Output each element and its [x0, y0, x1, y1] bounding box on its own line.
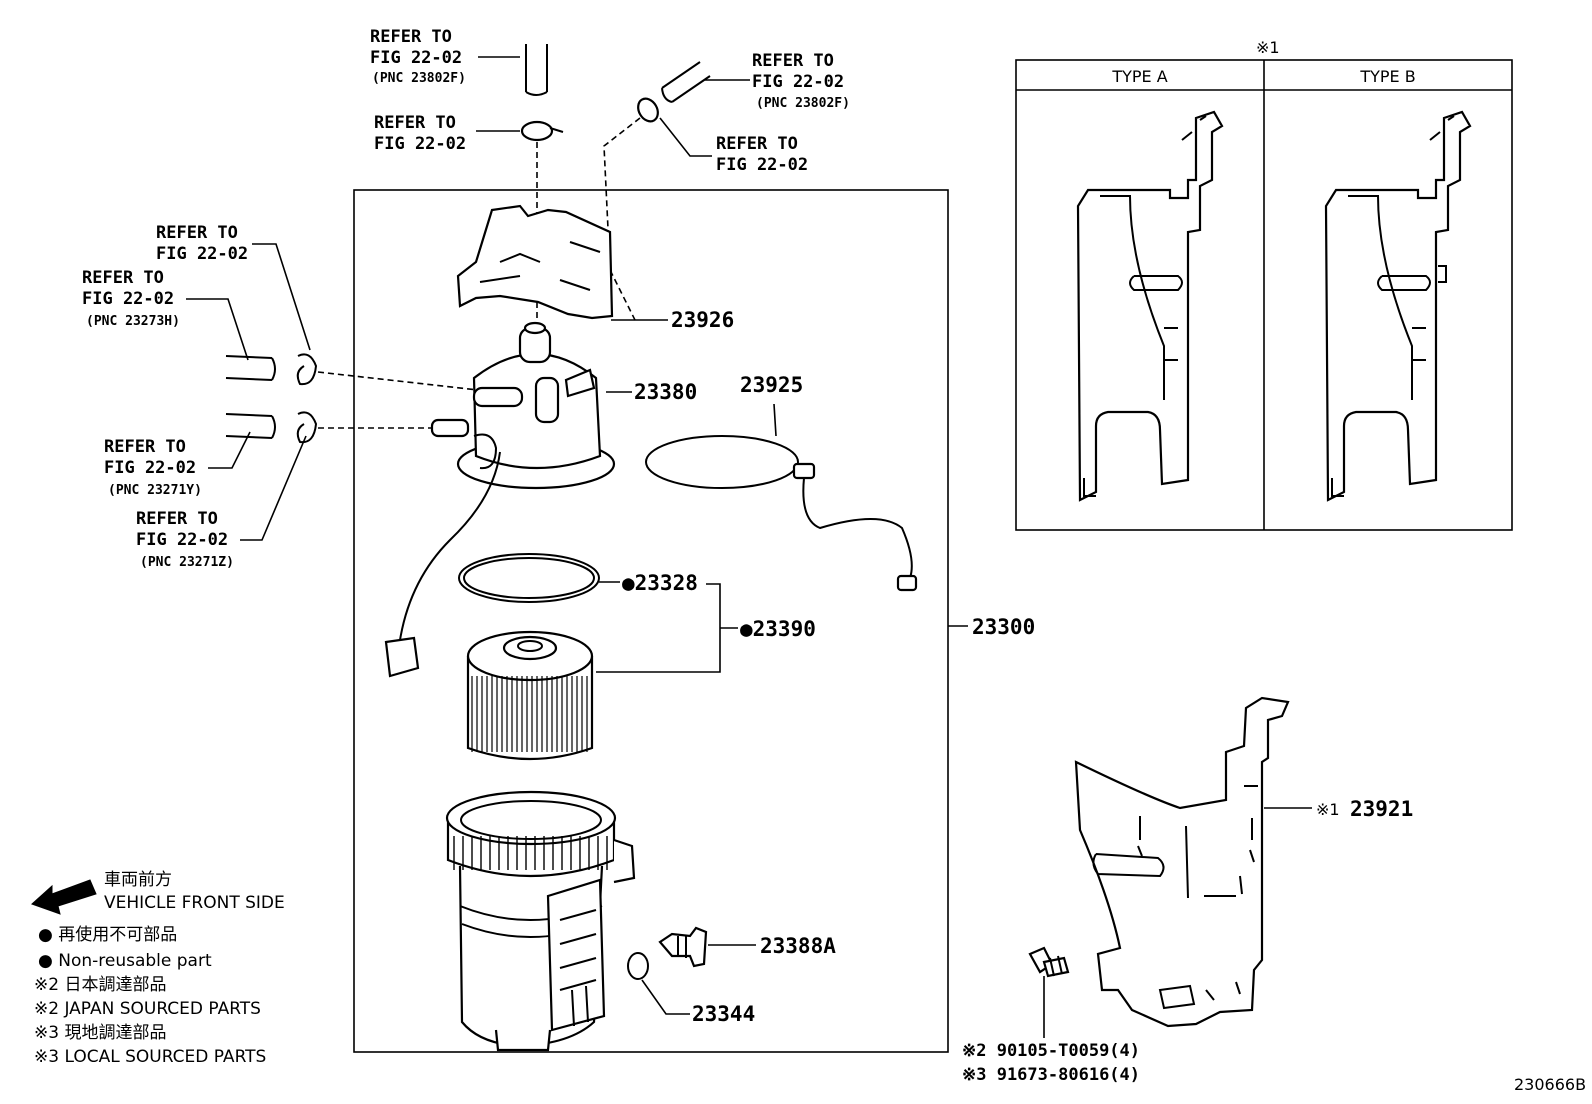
ref7-pnc: (PNC 23271Y): [108, 483, 202, 498]
part-23380-cap: 23380: [430, 321, 697, 490]
front-arrow-icon: [31, 879, 97, 915]
ref3-line2: FIG 22-02: [752, 72, 844, 92]
ref-group-1: REFER TO FIG 22-02 (PNC 23802F): [370, 27, 548, 96]
type-b-bracket: [1324, 110, 1472, 502]
ref-group-4: REFER TO FIG 22-02: [603, 97, 808, 323]
label-23926: 23926: [671, 308, 734, 332]
sensor-wire: [391, 451, 501, 673]
part-23921-bracket: ※1 23921: [1074, 696, 1413, 1028]
type-a-bracket: [1076, 110, 1224, 502]
clamp-part: [296, 353, 318, 386]
ref2-line2: FIG 22-02: [374, 134, 466, 154]
hose-part: [525, 44, 548, 96]
ref1-line2: FIG 22-02: [370, 48, 462, 68]
clamp-part: [520, 120, 554, 142]
ref-group-5: REFER TO FIG 22-02: [156, 223, 311, 351]
ref7-line2: FIG 22-02: [104, 458, 196, 478]
ref8-line2: FIG 22-02: [136, 530, 228, 550]
hose-part: [225, 355, 276, 381]
label-23921-mark: ※1: [1316, 800, 1340, 819]
ref5-line2: FIG 22-02: [156, 244, 248, 264]
label-23344: 23344: [692, 1002, 755, 1026]
bolt-pnc-2: ※3 91673-80616(4): [962, 1065, 1140, 1085]
ref-group-6: REFER TO FIG 22-02 (PNC 23273H): [82, 268, 479, 391]
clamp-part: [296, 411, 318, 444]
part-23344-gasket: 23344: [627, 952, 755, 1026]
ref6-pnc: (PNC 23273H): [86, 314, 180, 329]
hose-part: [661, 61, 711, 103]
legend-front-jp: 車両前方: [104, 870, 172, 890]
bowl-grip-ribs: [453, 836, 608, 870]
label-23300: 23300: [972, 615, 1035, 639]
inset-mark: ※1: [1256, 38, 1280, 57]
legend-local-jp: ※3 現地調達部品: [34, 1023, 166, 1043]
label-23390: ●23390: [740, 617, 816, 641]
legend-nonreuse-jp: ● 再使用不可部品: [38, 924, 177, 945]
bolt-pnc-1: ※2 90105-T0059(4): [962, 1041, 1140, 1061]
part-23388A-plug: 23388A: [658, 926, 836, 968]
ref8-line1: REFER TO: [136, 509, 218, 529]
ref3-line1: REFER TO: [752, 51, 834, 71]
type-b-label: TYPE B: [1359, 67, 1415, 86]
ref1-pnc: (PNC 23802F): [372, 71, 466, 86]
assembly-frame: [353, 189, 949, 1053]
ref8-pnc: (PNC 23271Z): [140, 555, 234, 570]
ref-group-7: REFER TO FIG 22-02 (PNC 23271Y): [104, 411, 436, 498]
legend-front-en: VEHICLE FRONT SIDE: [104, 893, 285, 913]
filter-pleats: [471, 676, 588, 752]
part-23925-sensor: 23925: [645, 373, 918, 592]
ref-group-8: REFER TO FIG 22-02 (PNC 23271Z): [136, 435, 307, 570]
label-23328: ●23328: [622, 571, 698, 595]
ref7-line1: REFER TO: [104, 437, 186, 457]
label-23380: 23380: [634, 380, 697, 404]
ref1-line1: REFER TO: [370, 27, 452, 47]
part-23926-cover: 23926: [456, 204, 734, 332]
legend-nonreuse-en: ● Non-reusable part: [38, 951, 212, 971]
ref3-pnc: (PNC 23802F): [756, 96, 850, 111]
ref5-line1: REFER TO: [156, 223, 238, 243]
label-23388A: 23388A: [760, 934, 836, 958]
ref-group-2: REFER TO FIG 22-02: [374, 113, 564, 154]
legend-japan-en: ※2 JAPAN SOURCED PARTS: [34, 999, 261, 1019]
ref6-line1: REFER TO: [82, 268, 164, 288]
part-23300-bowl: 23300: [445, 615, 1035, 1052]
clamp-part: [637, 97, 659, 123]
label-23921: 23921: [1350, 797, 1413, 821]
part-23328-oring: ●23328: [458, 553, 698, 603]
ref-group-3: REFER TO FIG 22-02 (PNC 23802F): [661, 51, 850, 111]
part-23390-filter: [466, 630, 594, 761]
bolt-part: ※2 90105-T0059(4) ※3 91673-80616(4): [962, 946, 1140, 1085]
legend: 車両前方 VEHICLE FRONT SIDE ● 再使用不可部品 ● Non-…: [31, 870, 285, 1067]
ref4-line1: REFER TO: [716, 134, 798, 154]
type-inset: ※1 TYPE A TYPE B: [1015, 38, 1513, 531]
ref4-line2: FIG 22-02: [716, 155, 808, 175]
ref2-line1: REFER TO: [374, 113, 456, 133]
type-a-label: TYPE A: [1111, 67, 1167, 86]
hose-part: [225, 413, 276, 439]
legend-local-en: ※3 LOCAL SOURCED PARTS: [34, 1047, 266, 1067]
figure-id: 230666B: [1514, 1075, 1586, 1094]
label-23925: 23925: [740, 373, 803, 397]
wire-bracket: [384, 636, 420, 678]
ref6-line2: FIG 22-02: [82, 289, 174, 309]
legend-japan-jp: ※2 日本調達部品: [34, 975, 166, 995]
